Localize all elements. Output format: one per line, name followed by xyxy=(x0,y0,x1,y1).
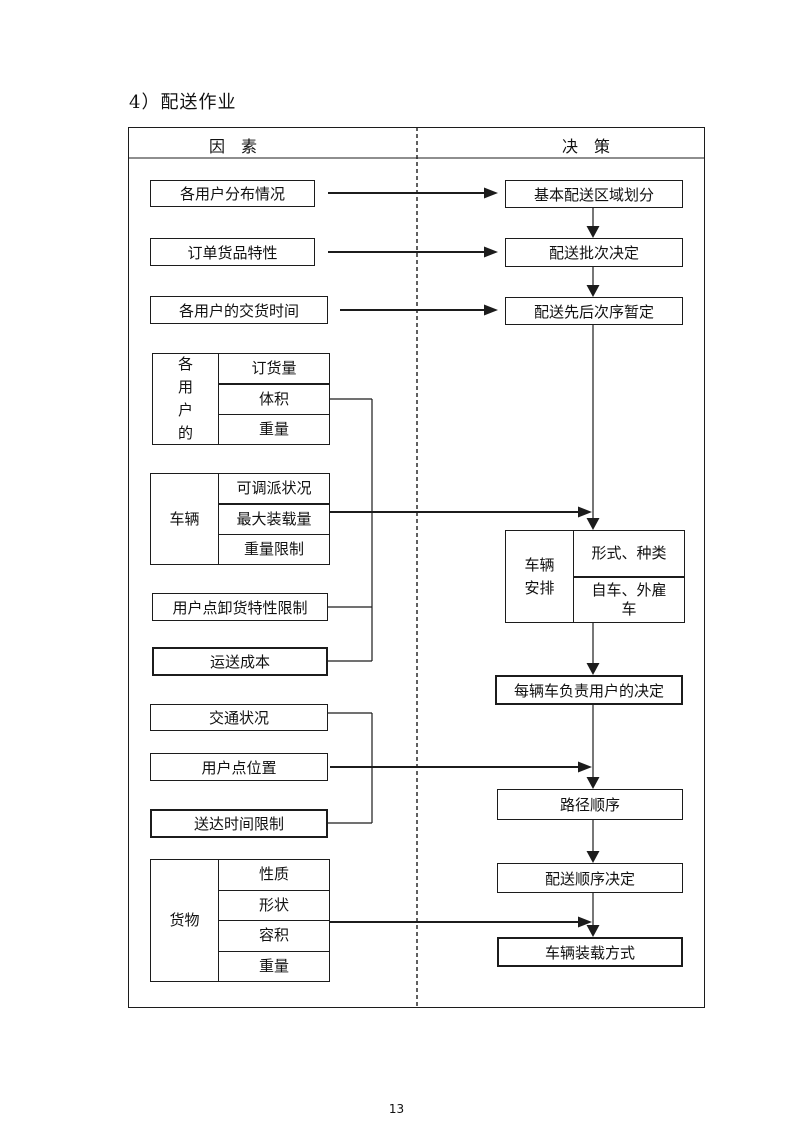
factor-users-distribution: 各用户分布情况 xyxy=(150,180,315,207)
factor-user-location: 用户点位置 xyxy=(150,753,328,781)
factor-traffic: 交通状况 xyxy=(150,704,328,731)
goods-group-label: 货物 xyxy=(151,860,219,981)
decision-own-or-hired: 自车、外雇 车 xyxy=(591,580,667,618)
decision-form-type: 形式、种类 xyxy=(574,531,684,578)
vehicle-group-label: 车辆 xyxy=(151,474,219,564)
factor-capacity: 容积 xyxy=(219,921,329,952)
decision-per-vehicle-users: 每辆车负责用户的决定 xyxy=(495,675,683,705)
column-header-factors: 因 素 xyxy=(208,137,257,156)
factor-group-vehicle: 车辆 可调派状况 最大装载量 重量限制 xyxy=(150,473,330,565)
factor-shape: 形状 xyxy=(219,891,329,921)
factor-max-load: 最大装载量 xyxy=(219,505,329,535)
page-number: 13 xyxy=(388,1102,405,1116)
decision-sequence-tentative: 配送先后次序暂定 xyxy=(505,297,683,325)
vehicle-arrangement-label: 车辆 安排 xyxy=(506,531,574,622)
decision-delivery-order: 配送顺序决定 xyxy=(497,863,683,893)
decision-batch: 配送批次决定 xyxy=(505,238,683,267)
factor-group-goods: 货物 性质 形状 容积 重量 xyxy=(150,859,330,982)
factor-delivery-time: 各用户的交货时间 xyxy=(150,296,328,324)
factor-nature: 性质 xyxy=(219,860,329,891)
factor-group-per-user: 各 用 户 的 订货量 体积 重量 xyxy=(152,353,330,445)
factor-order-characteristics: 订单货品特性 xyxy=(150,238,315,266)
factor-goods-weight: 重量 xyxy=(258,956,289,975)
per-user-group-label: 各 用 户 的 xyxy=(153,354,219,444)
factor-dispatch-status: 可调派状况 xyxy=(219,474,329,505)
decision-loading-method: 车辆装载方式 xyxy=(497,937,683,967)
decision-route-order: 路径顺序 xyxy=(497,789,683,820)
column-header-decisions: 决 策 xyxy=(561,137,610,156)
factor-transport-cost: 运送成本 xyxy=(152,647,328,676)
factor-volume: 体积 xyxy=(219,385,329,415)
section-title: 4）配送作业 xyxy=(129,92,237,113)
decision-basic-area: 基本配送区域划分 xyxy=(505,180,683,208)
factor-unloading-limit: 用户点卸货特性限制 xyxy=(152,593,328,621)
factor-weight: 重量 xyxy=(258,420,289,438)
decision-group-vehicle-arrangement: 车辆 安排 形式、种类 自车、外雇 车 xyxy=(505,530,685,623)
factor-arrival-limit: 送达时间限制 xyxy=(150,809,328,838)
factor-weight-limit: 重量限制 xyxy=(243,540,304,558)
factor-order-quantity: 订货量 xyxy=(219,354,329,385)
